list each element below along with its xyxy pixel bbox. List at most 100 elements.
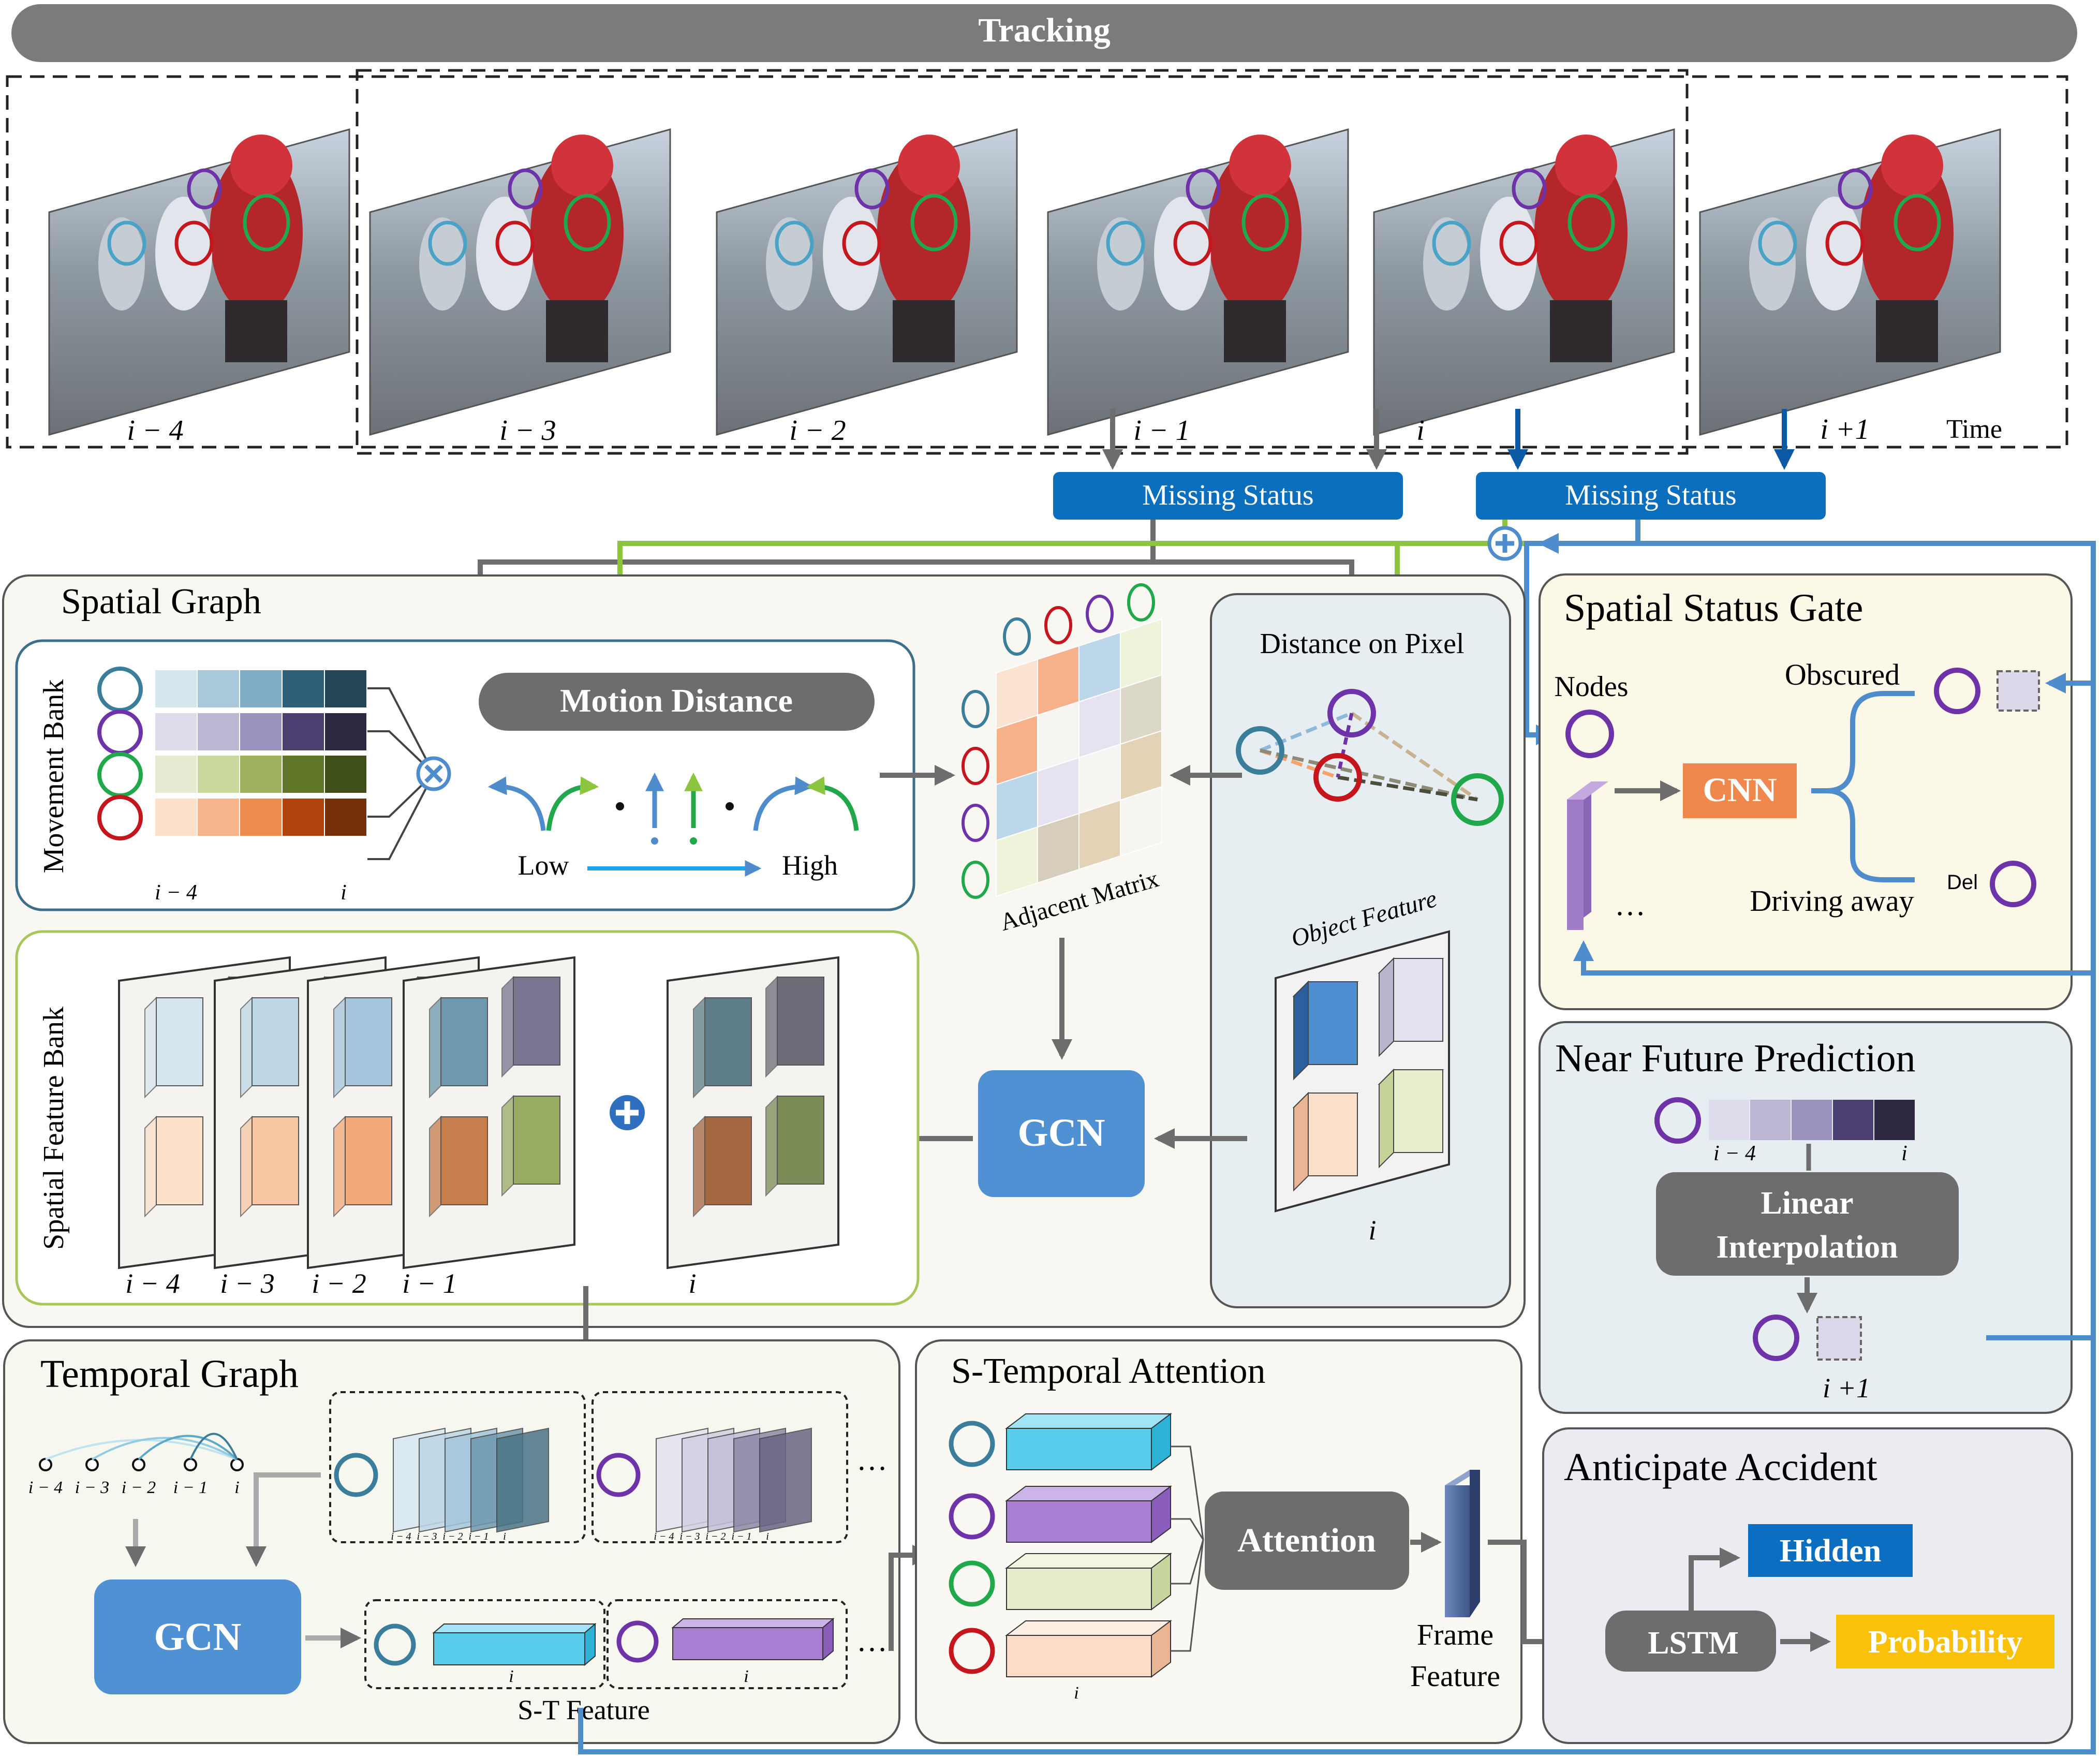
motion-high-label: High xyxy=(782,850,838,881)
attention-node-1 xyxy=(949,1493,995,1540)
feature-block-front xyxy=(777,1096,824,1185)
rider-red-body xyxy=(877,150,970,316)
track-green xyxy=(564,194,611,252)
st-attention-panel: S-Temporal Attention i Attention Frame F… xyxy=(915,1339,1601,1744)
motion-dot-1 xyxy=(616,802,624,810)
feature-block-side xyxy=(765,976,778,1078)
video-frame-3 xyxy=(1047,128,1349,436)
tracking-title: Tracking xyxy=(978,11,1110,49)
hidden-box xyxy=(1748,1524,1913,1577)
temporal-chain-label-2: i − 2 xyxy=(122,1478,156,1497)
rider-helmet xyxy=(1229,135,1291,197)
scooter xyxy=(1550,300,1612,362)
object-cube-side xyxy=(1379,1068,1394,1169)
st-feature-teal-top xyxy=(432,1623,597,1633)
frame-feature-line2: Feature xyxy=(1410,1659,1500,1693)
missing-status-label-1: Missing Status xyxy=(1142,479,1313,511)
linear-interpolation-box xyxy=(1656,1172,1959,1276)
feature-block-side xyxy=(501,976,514,1078)
temporal-chain-node-4 xyxy=(230,1458,244,1471)
rider-white-body xyxy=(1154,197,1211,311)
temporal-stack-label: i − 3 xyxy=(679,1531,700,1542)
cnn-branch-down xyxy=(1826,788,1915,882)
frame-feature-line1: Frame xyxy=(1417,1618,1493,1651)
near-future-output-label: i +1 xyxy=(1823,1372,1870,1404)
track-red xyxy=(1173,220,1212,266)
nfp-cell xyxy=(1833,1100,1873,1140)
scooter xyxy=(1224,300,1286,362)
nodes-label: Nodes xyxy=(1554,671,1628,703)
movement-node-3 xyxy=(97,795,143,840)
track-purple xyxy=(854,168,890,210)
movement-cell xyxy=(283,713,324,750)
rider-white-body xyxy=(823,197,880,311)
rider-white-body xyxy=(1480,197,1537,311)
feature-bank-label-1: i − 3 xyxy=(220,1268,274,1299)
track-purple xyxy=(1838,168,1873,210)
temporal-chain-edge xyxy=(189,1433,238,1460)
track-red xyxy=(1825,220,1865,266)
feature-block-front xyxy=(440,997,488,1086)
track-red xyxy=(495,220,535,266)
track-green xyxy=(243,194,290,252)
anticipate-accident-panel: Anticipate Accident LSTM Hidden Probabil… xyxy=(1542,1427,2073,1744)
scooter xyxy=(1876,300,1938,362)
feature-block-front xyxy=(440,1116,488,1205)
feature-block-front xyxy=(345,1116,392,1205)
movement-axis-start: i − 4 xyxy=(155,881,197,905)
cnn-branch-up xyxy=(1811,691,1915,793)
feature-block-side xyxy=(429,996,441,1099)
arrow-lstm-to-hidden xyxy=(1689,1547,1740,1611)
matrix-row-node xyxy=(962,747,989,785)
temporal-chain-label-1: i − 3 xyxy=(75,1478,109,1497)
object-cube-front xyxy=(1393,1069,1443,1153)
movement-cell xyxy=(325,799,366,836)
temporal-stack-layer xyxy=(759,1427,812,1533)
rider-helmet xyxy=(1555,135,1617,197)
temporal-chain-edge xyxy=(91,1437,238,1460)
st-attention-title: S-Temporal Attention xyxy=(951,1351,1266,1391)
near-future-output-box xyxy=(1816,1316,1862,1361)
movement-cell xyxy=(325,756,366,793)
attention-index-label: i xyxy=(1074,1684,1078,1703)
near-future-output-node xyxy=(1753,1315,1799,1361)
frames-inner-window xyxy=(356,69,1689,455)
track-red xyxy=(1499,220,1539,266)
movement-cell xyxy=(155,670,197,707)
motion-dot-2 xyxy=(726,802,734,810)
gate-feature-bar xyxy=(1567,800,1584,930)
matrix-row-node xyxy=(962,861,989,899)
movement-cell xyxy=(155,713,197,750)
arrow-temporal-feature-to-gcn xyxy=(246,1472,321,1567)
nfp-cell xyxy=(1709,1100,1749,1140)
feature-block-front xyxy=(252,1116,299,1205)
feature-block-front xyxy=(777,977,824,1066)
attention-node-2 xyxy=(949,1560,995,1607)
rider-helmet xyxy=(551,135,613,197)
scooter xyxy=(225,300,287,362)
feature-bank-label-2: i − 2 xyxy=(312,1268,366,1299)
track-red xyxy=(174,220,214,266)
temporal-gcn-label: GCN xyxy=(154,1615,242,1659)
movement-cell xyxy=(155,799,197,836)
video-frame-0 xyxy=(48,128,350,436)
multiply-glyph xyxy=(424,764,443,783)
rider-white-body xyxy=(1806,197,1863,311)
matrix-row-node xyxy=(962,804,989,842)
feature-block-side xyxy=(765,1095,778,1197)
merge-plus-glyph xyxy=(1496,534,1514,553)
video-frames xyxy=(48,128,2001,436)
feature-block-side xyxy=(144,996,157,1099)
st-feature-label: S-T Feature xyxy=(517,1694,649,1725)
cnn-label: CNN xyxy=(1703,771,1777,809)
feature-block-side xyxy=(429,1115,441,1218)
attention-node-3 xyxy=(949,1628,995,1674)
motion-arrows xyxy=(487,772,859,831)
temporal-stack-label: i − 2 xyxy=(705,1531,726,1542)
spatial-feature-bank-title: Spatial Feature Bank xyxy=(38,1007,70,1250)
cnn-box xyxy=(1683,763,1797,818)
track-teal xyxy=(1758,220,1797,266)
feature-plus-glyph xyxy=(616,1101,639,1124)
feature-block-front xyxy=(513,977,560,1066)
